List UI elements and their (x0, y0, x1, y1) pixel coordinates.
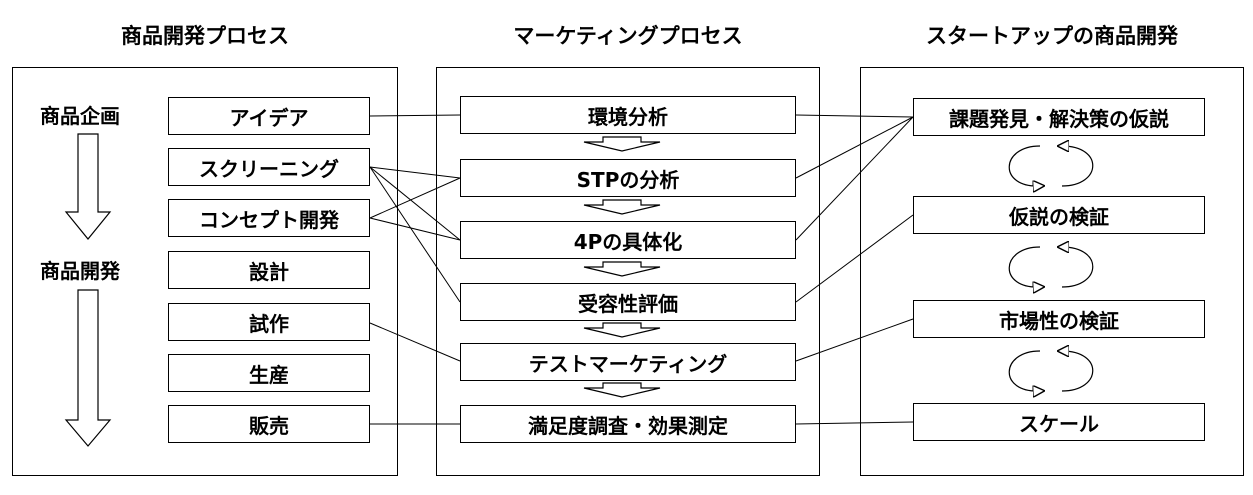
startup-step-scale: スケール (913, 403, 1205, 441)
marketing-step-satisfaction: 満足度調査・効果測定 (460, 405, 796, 443)
flow-arrow-4-icon (583, 322, 661, 338)
header-startup: スタートアップの商品開発 (926, 24, 1178, 48)
marketing-step-4p: 4Pの具体化 (460, 221, 796, 259)
link-idea-env (369, 114, 461, 117)
link-satisfaction-scale (795, 421, 914, 425)
link-concept-4p (369, 217, 461, 241)
header-marketing: マーケティングプロセス (513, 24, 743, 48)
link-env-hypothesis (795, 114, 914, 118)
cycle-arrows-2-icon (1008, 247, 1094, 287)
marketing-step-environment: 環境分析 (460, 96, 796, 134)
stage-label-development: 商品開発 (40, 259, 120, 283)
product-step-sales: 販売 (168, 405, 370, 443)
marketing-step-acceptance: 受容性評価 (460, 283, 796, 321)
flow-arrow-1-icon (583, 136, 661, 152)
product-step-production: 生産 (168, 354, 370, 392)
product-step-concept: コンセプト開発 (168, 199, 370, 237)
link-prototype-testmkt (369, 322, 461, 362)
header-product-dev: 商品開発プロセス (121, 24, 289, 48)
link-testmkt-market (795, 318, 914, 362)
link-stp-hypothesis (795, 116, 914, 179)
link-4p-hypothesis (795, 116, 914, 241)
link-concept-stp (369, 177, 461, 219)
startup-step-market-fit: 市場性の検証 (913, 300, 1205, 338)
link-screening-4p (369, 166, 461, 241)
stage-arrow-planning-icon (64, 133, 112, 240)
stage-label-planning: 商品企画 (40, 104, 120, 128)
link-screening-stp (369, 166, 461, 179)
marketing-step-test-marketing: テストマーケティング (460, 343, 796, 381)
product-step-design: 設計 (168, 251, 370, 289)
stage-arrow-development-icon (64, 289, 112, 447)
link-acceptance-verify (795, 214, 914, 303)
startup-step-hypothesis: 課題発見・解決策の仮説 (913, 98, 1205, 136)
product-step-prototype: 試作 (168, 303, 370, 341)
startup-step-verify: 仮説の検証 (913, 196, 1205, 234)
link-screening-acceptance (369, 166, 461, 303)
cycle-arrows-1-icon (1008, 146, 1094, 186)
flow-arrow-3-icon (583, 261, 661, 277)
cycle-arrows-3-icon (1008, 351, 1094, 391)
flow-arrow-5-icon (583, 382, 661, 398)
flow-arrow-2-icon (583, 199, 661, 215)
product-step-screening: スクリーニング (168, 148, 370, 186)
marketing-step-stp: STPの分析 (460, 159, 796, 197)
product-step-idea: アイデア (168, 97, 370, 135)
